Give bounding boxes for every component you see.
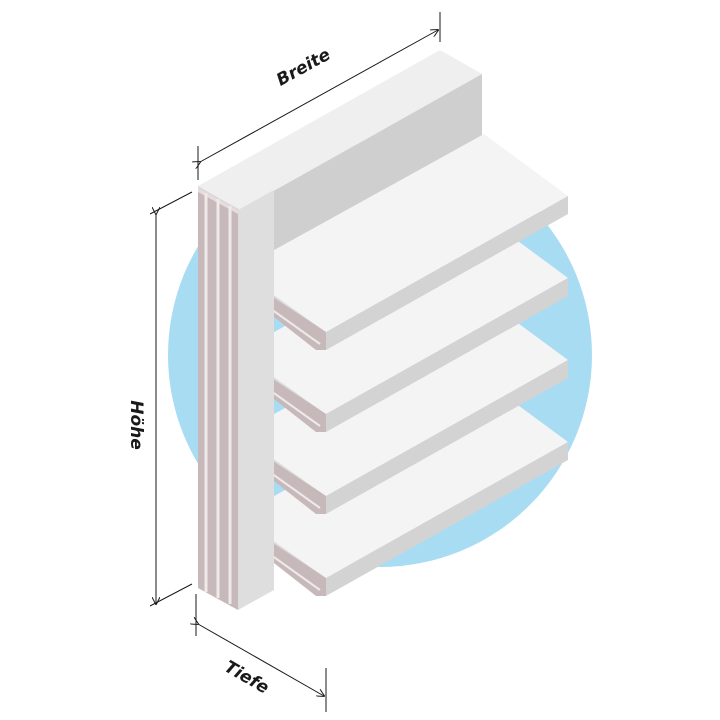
- depth-dimension: [196, 594, 327, 712]
- depth-label: Tiefe: [221, 657, 272, 698]
- height-dimension: [149, 191, 193, 607]
- upright-column: [198, 188, 274, 610]
- width-dimension: [198, 12, 441, 180]
- width-label: Breite: [273, 45, 334, 91]
- height-label: Höhe: [126, 400, 146, 450]
